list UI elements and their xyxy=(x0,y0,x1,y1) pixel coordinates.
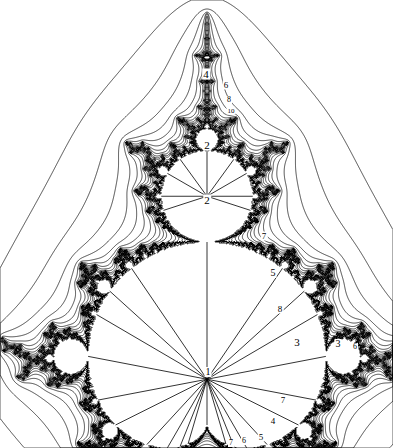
level-line xyxy=(4,52,393,448)
period-number: 2 xyxy=(203,195,211,206)
level-line xyxy=(17,54,389,448)
period-number: 3 xyxy=(335,339,342,349)
internal-ray xyxy=(188,379,207,444)
internal-ray xyxy=(207,151,208,197)
internal-ray xyxy=(180,379,207,446)
level-line xyxy=(1,17,393,448)
level-line xyxy=(16,54,388,448)
internal-ray xyxy=(207,356,326,379)
level-line xyxy=(13,53,390,448)
period-number: 4 xyxy=(270,417,277,426)
internal-ray xyxy=(163,196,207,210)
internal-ray xyxy=(207,268,282,379)
level-line xyxy=(16,53,389,448)
internal-ray xyxy=(110,291,207,379)
period-number: 7 xyxy=(228,439,234,447)
period-number: 8 xyxy=(277,305,284,314)
internal-ray xyxy=(180,159,207,196)
internal-ray xyxy=(161,196,207,197)
internal-ray xyxy=(97,315,207,380)
period-number: 2 xyxy=(203,140,211,151)
level-line xyxy=(0,13,393,448)
level-line xyxy=(4,52,391,448)
level-line xyxy=(2,38,393,448)
period-number: 7 xyxy=(280,396,287,405)
level-line xyxy=(2,23,393,448)
internal-ray xyxy=(207,379,234,446)
period-number: 3 xyxy=(293,337,301,348)
period-number: 8 xyxy=(226,96,232,104)
period-number: 7 xyxy=(261,232,268,241)
level-line xyxy=(1,14,393,448)
internal-ray xyxy=(207,315,317,380)
internal-ray xyxy=(207,159,234,196)
internal-ray xyxy=(207,379,247,448)
internal-ray xyxy=(88,356,207,379)
internal-ray xyxy=(207,242,208,379)
internal-ray xyxy=(207,196,253,197)
level-line xyxy=(0,12,393,448)
level-line xyxy=(2,22,393,448)
level-line xyxy=(11,53,391,448)
internal-ray xyxy=(207,173,247,196)
period-number: 6 xyxy=(352,343,358,351)
internal-ray xyxy=(207,291,304,379)
level-line xyxy=(3,38,393,448)
period-number: 1 xyxy=(205,367,212,377)
internal-ray xyxy=(132,268,207,379)
internal-ray xyxy=(167,379,207,448)
internal-ray xyxy=(207,196,251,210)
internal-ray xyxy=(207,379,208,425)
internal-ray xyxy=(116,379,208,425)
level-line xyxy=(4,53,391,448)
internal-ray xyxy=(207,379,226,444)
level-line xyxy=(16,54,389,448)
level-line xyxy=(17,54,389,448)
period-number: 5 xyxy=(258,433,265,442)
level-line xyxy=(0,9,393,448)
period-number: 10 xyxy=(227,108,236,115)
internal-ray xyxy=(207,379,299,425)
period-number: 4 xyxy=(202,69,210,80)
period-number: 6 xyxy=(241,437,247,445)
internal-ray xyxy=(167,173,207,196)
internal-rays xyxy=(88,151,326,448)
level-line xyxy=(2,38,393,448)
period-number: 6 xyxy=(223,81,230,90)
period-number: 5 xyxy=(270,268,277,278)
internal-ray xyxy=(98,379,207,400)
level-line xyxy=(16,54,388,448)
internal-ray xyxy=(207,379,316,400)
level-line xyxy=(17,54,388,448)
